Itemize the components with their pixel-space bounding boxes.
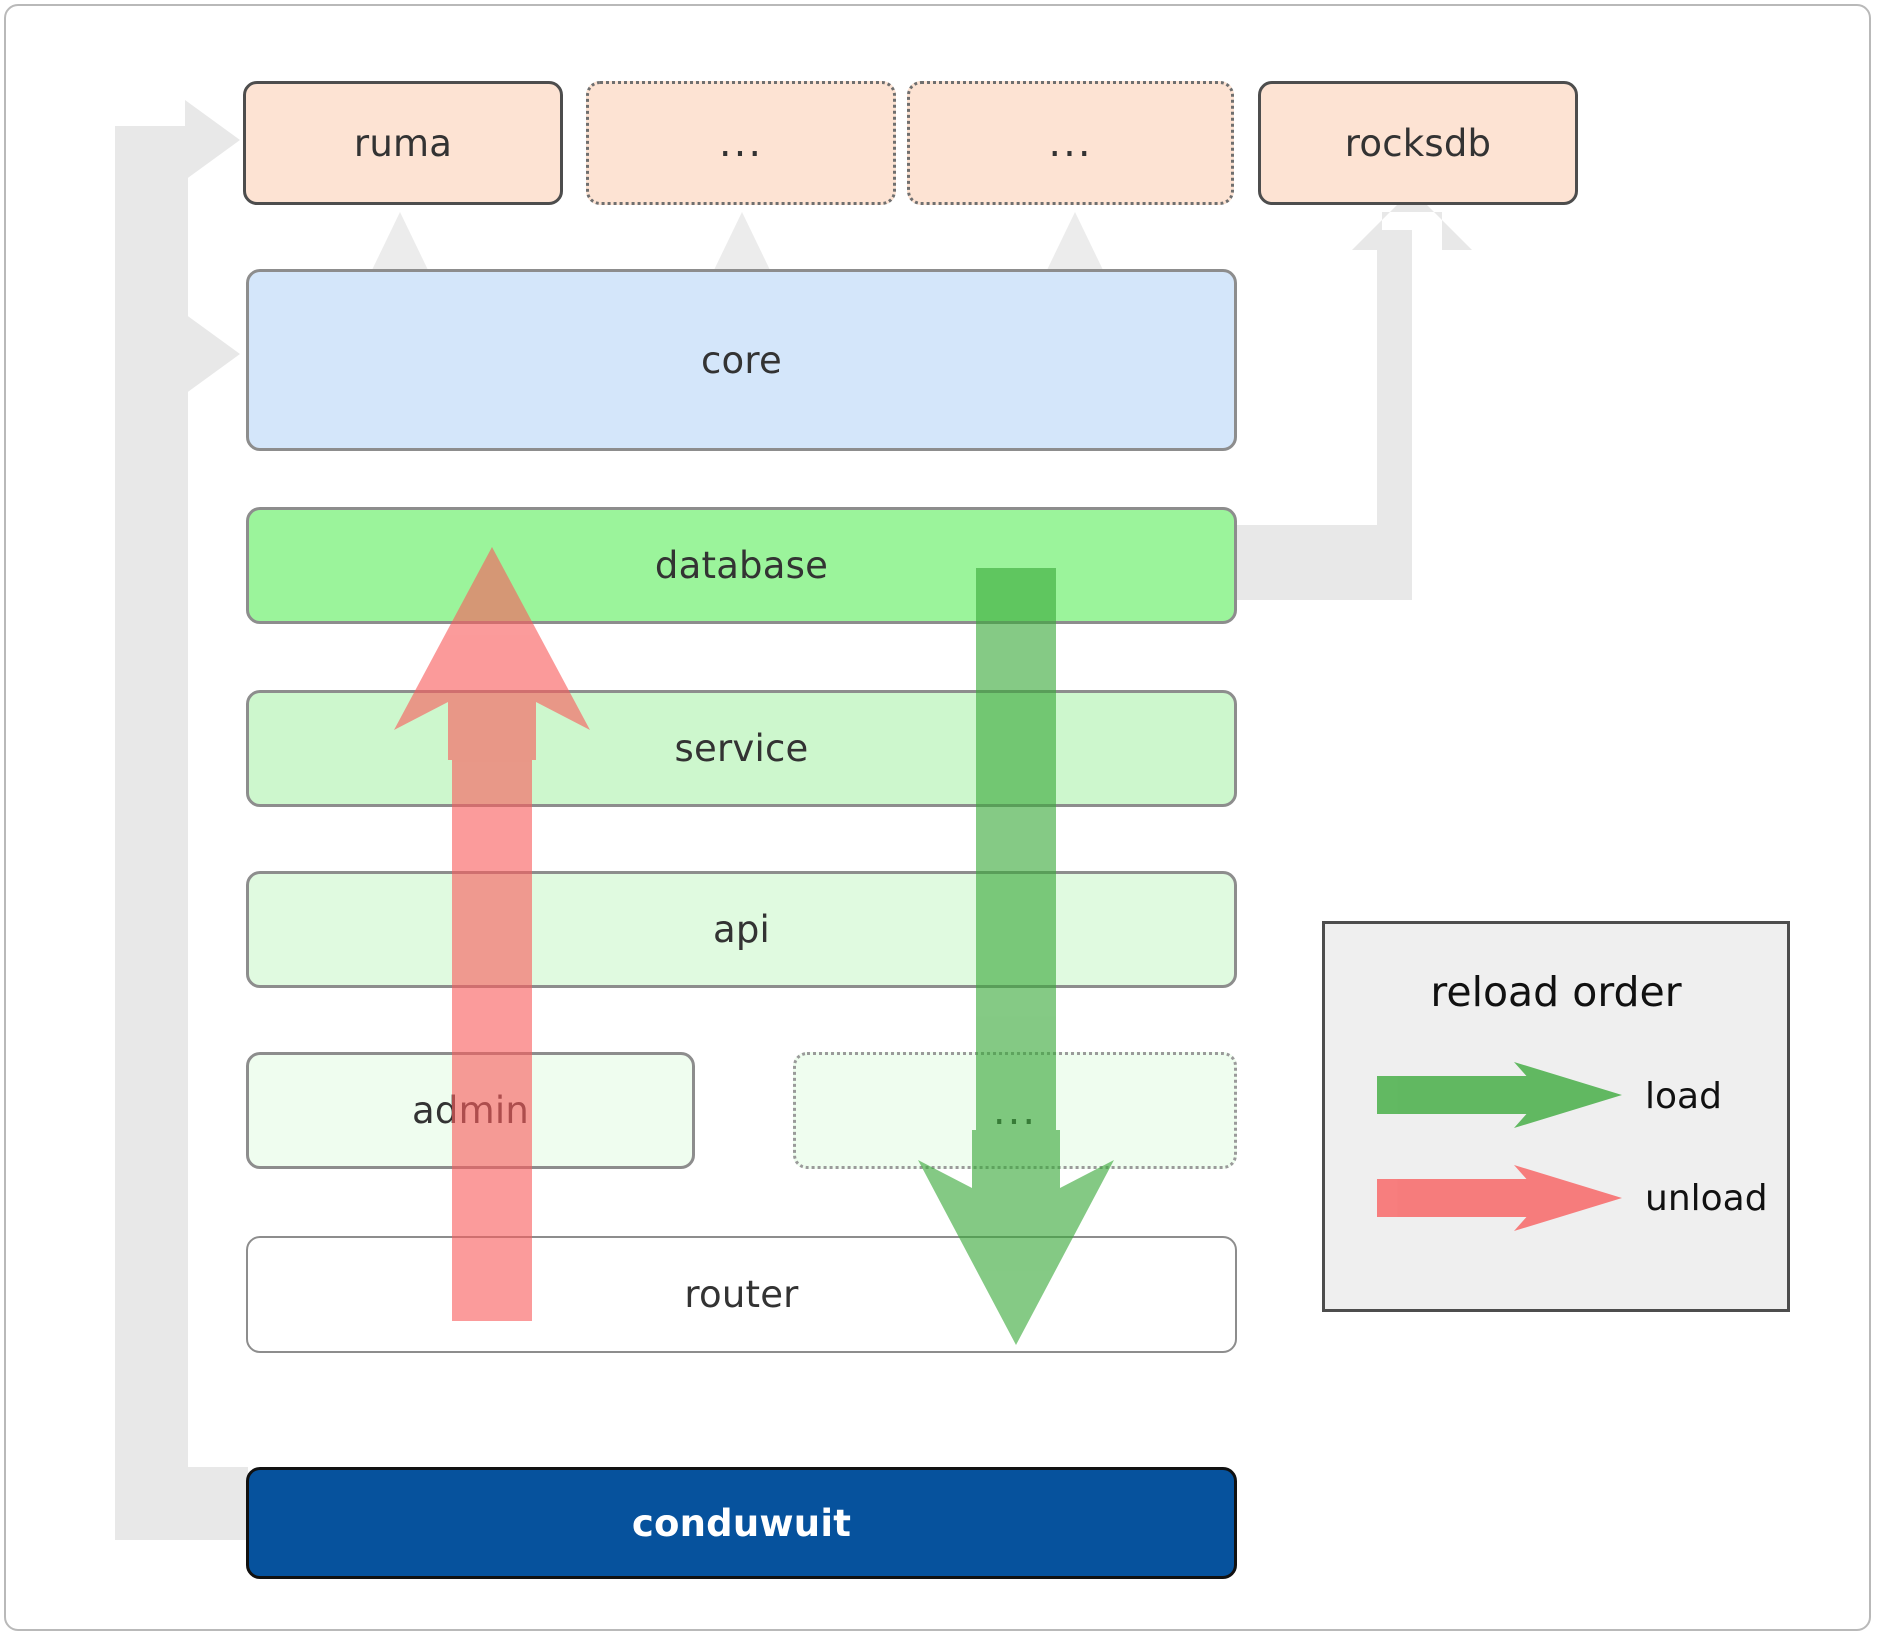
node-api-label: api: [712, 908, 771, 951]
node-conduwuit[interactable]: conduwuit: [246, 1467, 1237, 1579]
node-core[interactable]: core: [246, 269, 1237, 451]
node-database[interactable]: database: [246, 507, 1237, 624]
legend-load-arrow: [1377, 1062, 1622, 1128]
node-ruma-label: ruma: [353, 121, 453, 165]
legend-load-label: load: [1645, 1076, 1722, 1117]
legend-unload-label: unload: [1645, 1178, 1768, 1219]
legend-title: reload order: [1430, 968, 1682, 1016]
legend-box: reload order load unload: [1322, 921, 1790, 1312]
node-ruma[interactable]: ruma: [243, 81, 563, 205]
node-stack-dots[interactable]: ...: [793, 1052, 1237, 1169]
node-admin[interactable]: admin: [246, 1052, 695, 1169]
node-router[interactable]: router: [246, 1236, 1237, 1353]
node-database-label: database: [654, 544, 829, 587]
node-api[interactable]: api: [246, 871, 1237, 988]
node-core-label: core: [701, 338, 782, 382]
node-service[interactable]: service: [246, 690, 1237, 807]
node-external-dots-1-label: ...: [718, 120, 764, 166]
node-rocksdb[interactable]: rocksdb: [1258, 81, 1578, 205]
node-service-label: service: [674, 727, 809, 770]
node-conduwuit-label: conduwuit: [631, 1501, 852, 1545]
node-admin-label: admin: [412, 1089, 529, 1132]
node-external-dots-1[interactable]: ...: [586, 81, 896, 205]
legend-arrow-layer: [1377, 1062, 1622, 1231]
node-rocksdb-label: rocksdb: [1344, 121, 1492, 165]
legend-unload-arrow: [1377, 1165, 1622, 1231]
node-router-label: router: [684, 1273, 799, 1316]
node-stack-dots-label: ...: [992, 1087, 1038, 1134]
node-external-dots-2[interactable]: ...: [907, 81, 1234, 205]
node-external-dots-2-label: ...: [1048, 120, 1093, 166]
diagram-frame: [4, 4, 1871, 1631]
